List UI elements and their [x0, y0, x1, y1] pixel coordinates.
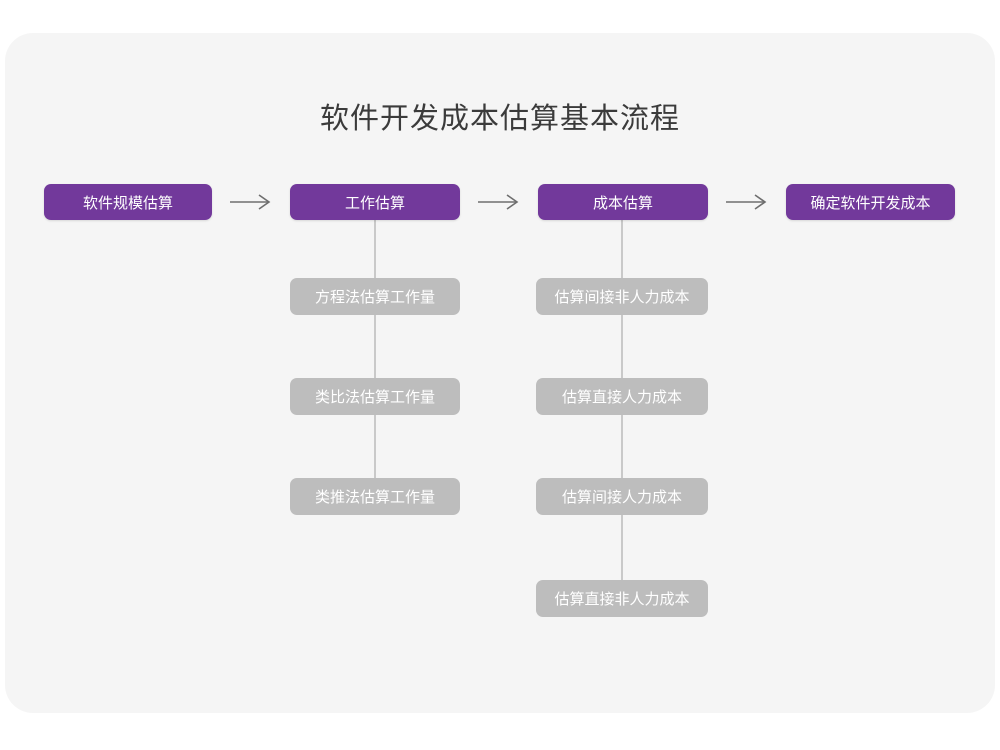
substep-box[interactable]: 类比法估算工作量 [290, 378, 460, 415]
substep-box[interactable]: 估算间接非人力成本 [536, 278, 708, 315]
arrow-right-icon [724, 192, 770, 212]
arrow-right-icon [476, 192, 522, 212]
flow-stage-determine-development-cost[interactable]: 确定软件开发成本 [786, 184, 955, 220]
connector-line-work-estimation [374, 218, 376, 486]
substep-box[interactable]: 类推法估算工作量 [290, 478, 460, 515]
page-title: 软件开发成本估算基本流程 [319, 103, 680, 135]
flow-stage-work-estimation[interactable]: 工作估算 [290, 184, 460, 220]
canvas-card [5, 33, 995, 713]
arrow-right-icon [228, 192, 274, 212]
flow-stage-cost-estimation[interactable]: 成本估算 [538, 184, 708, 220]
substep-box[interactable]: 方程法估算工作量 [290, 278, 460, 315]
substep-box[interactable]: 估算直接非人力成本 [536, 580, 708, 617]
flow-stage-software-scale-estimation[interactable]: 软件规模估算 [44, 184, 212, 220]
substep-box[interactable]: 估算间接人力成本 [536, 478, 708, 515]
substep-box[interactable]: 估算直接人力成本 [536, 378, 708, 415]
